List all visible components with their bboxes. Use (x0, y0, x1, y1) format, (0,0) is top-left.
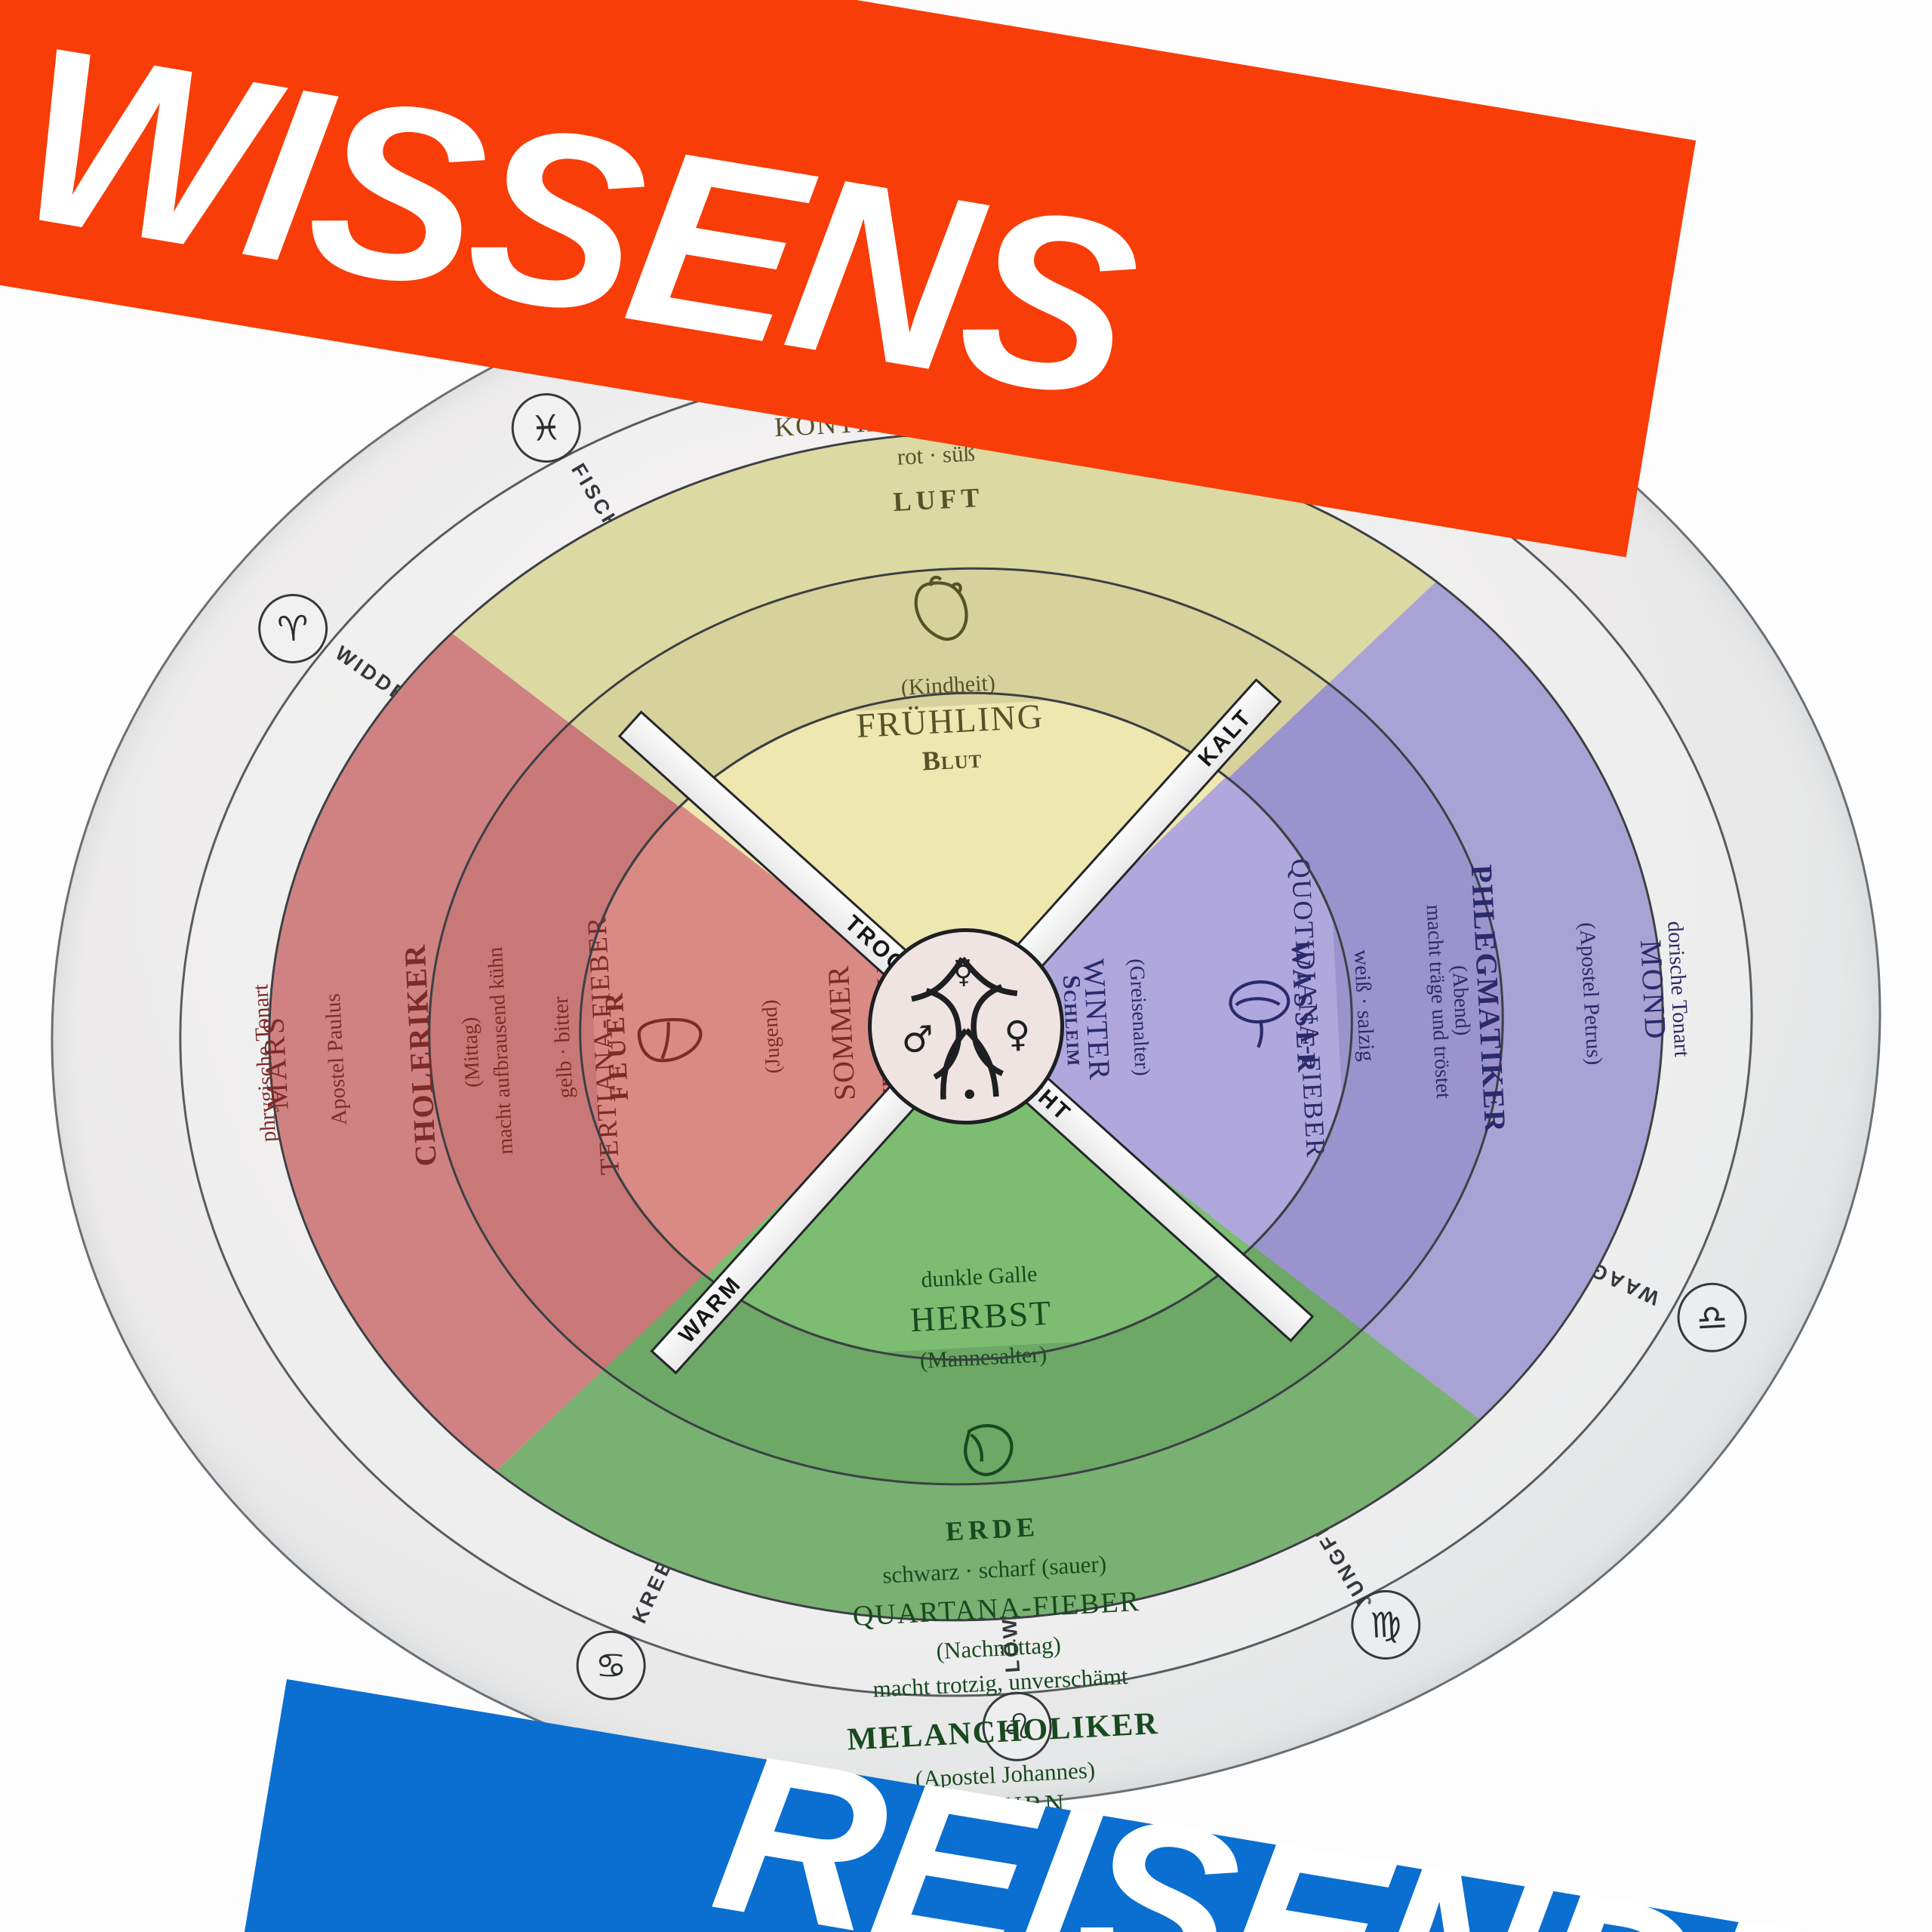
venus-glyph: ♀ (1003, 1014, 1032, 1057)
center-medallion[interactable]: ☿ ♂ ♀ (863, 923, 1069, 1130)
air-humour-label: Blut (921, 743, 983, 777)
fire-time-label: (Mittag) (457, 1016, 485, 1088)
mercury-glyph: ☿ (952, 954, 974, 992)
air-age-label: (Kindheit) (900, 670, 996, 700)
fire-season-label: SOMMER (820, 964, 862, 1102)
earth-element-label: ERDE (944, 1511, 1040, 1546)
temperament-wheel-container: WIDDER♈FISCHE♓WASSERMANN♒STEINBOCK♑WAAGE… (0, 199, 1932, 1854)
water-planet-label: MOND (1633, 939, 1673, 1042)
fire-age-label: (Jugend) (758, 998, 786, 1075)
fire-qualities-label: gelb · bitter (548, 995, 578, 1100)
earth-season-label: HERBST (909, 1293, 1054, 1340)
water-time-label: (Abend) (1447, 964, 1475, 1037)
temperament-wheel[interactable]: WIDDER♈FISCHE♓WASSERMANN♒STEINBOCK♑WAAGE… (11, 195, 1921, 1858)
triskelion-icon: ☿ ♂ ♀ (900, 954, 1032, 1100)
heart-icon (914, 576, 968, 641)
air-element-label: LUFT (892, 481, 985, 518)
spleen-icon (964, 1424, 1014, 1476)
liver-icon (637, 1018, 703, 1063)
brain-icon (1229, 980, 1291, 1048)
fire-planet-label: MARS (256, 1014, 295, 1111)
mars-glyph: ♂ (900, 1018, 934, 1061)
